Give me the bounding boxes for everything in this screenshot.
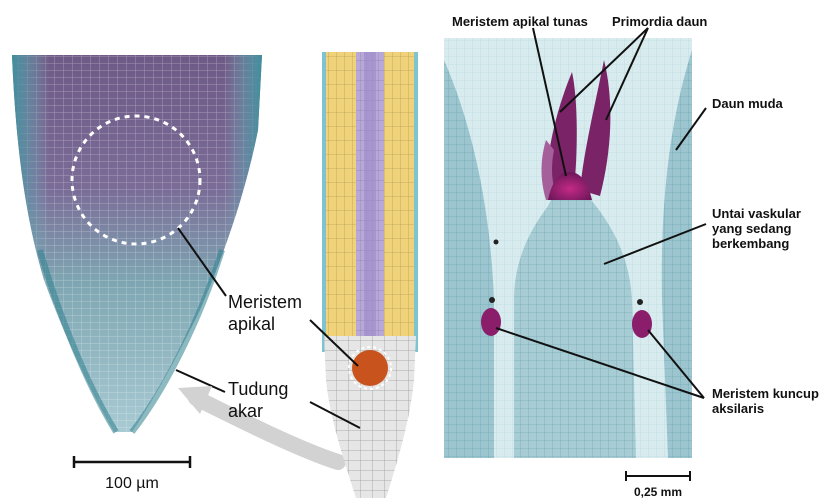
diagram-apical-meristem xyxy=(352,350,388,386)
label-young-leaf: Daun muda xyxy=(712,96,784,111)
label-vascular-line2: yang sedang xyxy=(712,221,792,236)
label-vascular-line3: berkembang xyxy=(712,236,789,251)
label-apical-meristem-line1: Meristem xyxy=(228,292,302,312)
curved-arrow xyxy=(196,398,338,462)
label-axillary-line2: aksilaris xyxy=(712,401,764,416)
scale-bar-right xyxy=(626,471,690,481)
label-leaf-primordia: Primordia daun xyxy=(612,14,707,29)
scale-bar-left-label: 100 µm xyxy=(105,475,159,492)
axillary-bud-left xyxy=(481,308,501,336)
label-vascular-line1: Untai vaskular xyxy=(712,206,801,221)
root-tip-micrograph xyxy=(12,55,262,432)
root-diagram xyxy=(322,52,418,498)
axillary-bud-right xyxy=(632,310,652,338)
label-axillary-line1: Meristem kuncup xyxy=(712,386,819,401)
scale-bar-left xyxy=(74,456,190,468)
label-shoot-apical-meristem: Meristem apikal tunas xyxy=(452,14,588,29)
label-root-cap-line1: Tudung xyxy=(228,379,288,399)
label-apical-meristem-line2: apikal xyxy=(228,314,275,334)
label-root-cap-line2: akar xyxy=(228,401,263,421)
shoot-tip-micrograph xyxy=(444,38,692,458)
scale-bar-right-label: 0,25 mm xyxy=(634,485,682,499)
